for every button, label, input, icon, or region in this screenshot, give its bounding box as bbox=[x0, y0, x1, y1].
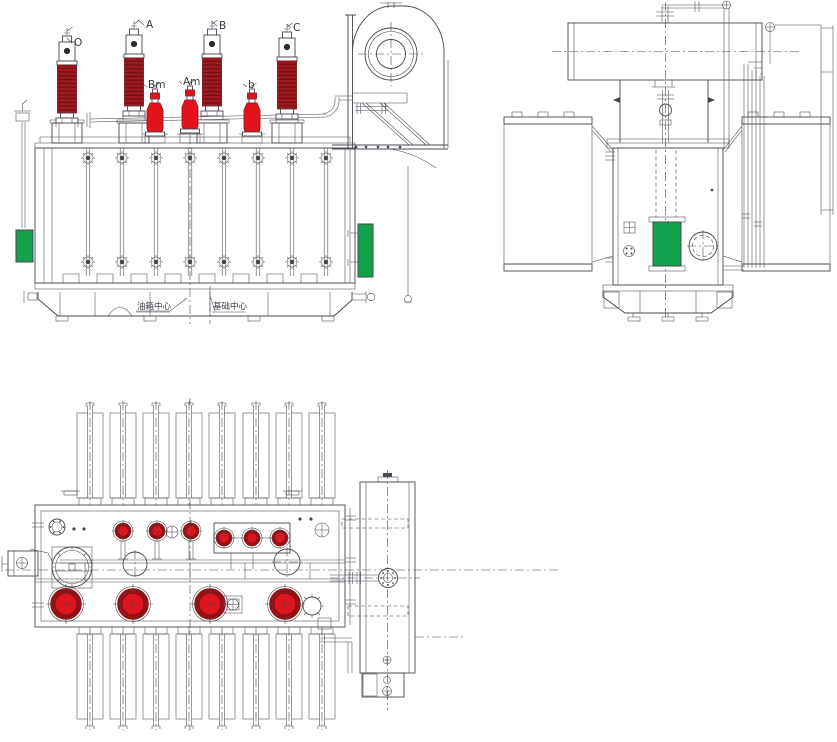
oil-sampling-pipe bbox=[14, 99, 31, 228]
plan-lv-bushing-1 bbox=[110, 518, 136, 544]
plan-lv-bushings bbox=[72, 517, 330, 560]
hv-bushing-label-a: A bbox=[146, 19, 154, 31]
stiffener-bolt-rosettes bbox=[80, 150, 334, 270]
radiator-bank-plan-bottom bbox=[76, 626, 336, 731]
hv-bushing-label-c: C bbox=[293, 22, 300, 34]
lv-bushing-label-bm: Bm bbox=[148, 79, 165, 91]
busbar-rod bbox=[86, 95, 352, 128]
drain-valve bbox=[366, 292, 376, 302]
manhole-side bbox=[687, 230, 719, 262]
hv-bushing-a bbox=[122, 19, 146, 121]
plan-hv-bushing-2 bbox=[113, 584, 153, 624]
conservator-side-view bbox=[552, 0, 800, 148]
radiator-bank-side-right bbox=[722, 111, 831, 272]
conservator-end-view bbox=[332, 2, 449, 303]
lv-bushing-label-b2: b bbox=[248, 79, 255, 91]
bushing-turret bbox=[269, 119, 305, 144]
green-accessory-box-front-right bbox=[357, 223, 374, 278]
hv-bushing-label-b: B bbox=[219, 20, 226, 32]
lv-bushing-label-am: Am bbox=[183, 76, 200, 88]
plan-hv-bushing-1 bbox=[46, 584, 86, 624]
plan-view bbox=[1, 398, 560, 731]
plan-left-fittings bbox=[1, 518, 93, 589]
tank-base-front bbox=[23, 291, 376, 322]
foundation-centerline-label: 基础中心 bbox=[213, 301, 248, 312]
radiator-bank-side-left bbox=[503, 111, 614, 272]
bushing-turret bbox=[116, 119, 152, 144]
side-view bbox=[503, 0, 834, 322]
green-accessory-box-side bbox=[652, 221, 682, 267]
tank-base-side bbox=[602, 284, 734, 322]
plan-manholes bbox=[122, 547, 332, 630]
green-accessory-box-front-left bbox=[15, 229, 34, 263]
tank-centerline-label: 油箱中心 bbox=[137, 301, 172, 312]
tank-front bbox=[34, 136, 356, 290]
hv-bushing-c bbox=[275, 22, 299, 124]
plan-lv-bushing-2 bbox=[144, 518, 170, 544]
tank-side bbox=[605, 138, 730, 286]
centerline-labels: 油箱中心 基础中心 bbox=[136, 295, 248, 313]
side-right-pipes bbox=[723, 22, 834, 271]
hv-bushing-b bbox=[200, 19, 224, 121]
front-view: 油箱中心 基础中心 bbox=[14, 2, 449, 324]
hv-bushing-label-o: O bbox=[74, 37, 82, 49]
tank-plan bbox=[32, 490, 356, 628]
plan-tap-bushing-group bbox=[211, 522, 293, 569]
plan-lv-bushing-3 bbox=[178, 518, 204, 544]
plan-hv-bushing-4 bbox=[265, 584, 305, 624]
buchholz-pipe bbox=[657, 2, 674, 318]
bushing-labels: O A B C Bm Am b bbox=[66, 19, 300, 91]
radiator-bank-plan-top bbox=[76, 400, 336, 506]
conservator-plan-view bbox=[320, 470, 465, 710]
